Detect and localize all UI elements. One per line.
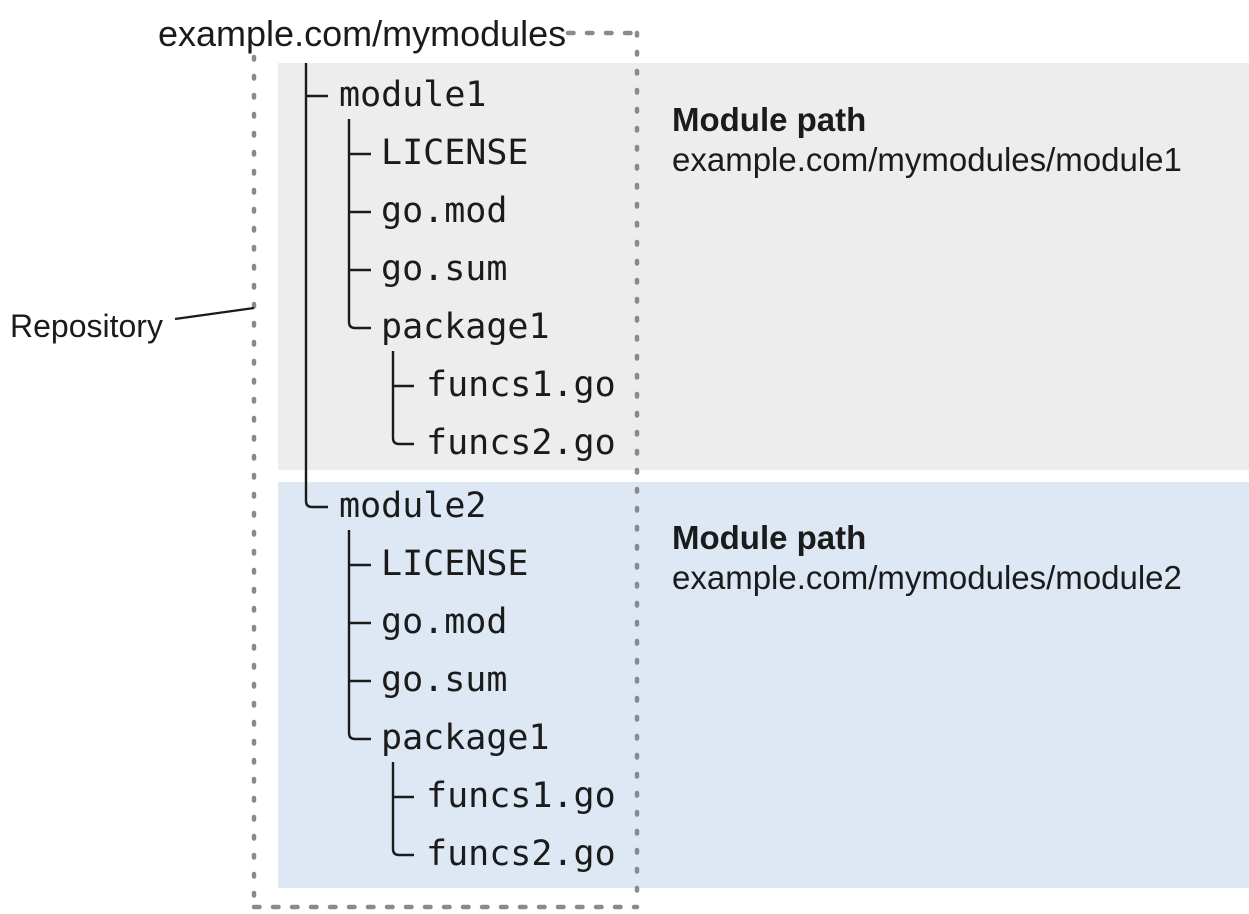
tree-item-package1: package1: [381, 306, 550, 347]
tree-item-gosum: go.sum: [381, 248, 508, 289]
module1-path-value: example.com/mymodules/module1: [672, 141, 1182, 178]
module1-path-heading: Module path: [672, 101, 867, 138]
module2-path-value: example.com/mymodules/module2: [672, 559, 1182, 596]
module1-region: [278, 63, 1249, 470]
module2-path-block: Module path example.com/mymodules/module…: [672, 518, 1182, 598]
repo-url-label: example.com/mymodules: [158, 13, 567, 54]
tree-item-funcs1go: funcs1.go: [426, 364, 616, 405]
tree-item-gomod: go.mod: [381, 190, 508, 231]
tree-item-funcs2go: funcs2.go: [426, 422, 616, 463]
module1-path-block: Module path example.com/mymodules/module…: [672, 100, 1182, 180]
tree-item-funcs2go: funcs2.go: [426, 833, 616, 874]
tree-item-license: LICENSE: [381, 132, 529, 173]
tree-item-module2: module2: [339, 485, 487, 526]
repository-label: Repository: [10, 308, 163, 344]
repository-pointer-line: [174, 306, 255, 321]
tree-item-module1: module1: [339, 74, 487, 115]
module2-region: [278, 482, 1249, 888]
tree-item-funcs1go: funcs1.go: [426, 775, 616, 816]
tree-item-license: LICENSE: [381, 543, 529, 584]
tree-item-gosum: go.sum: [381, 659, 508, 700]
tree-item-gomod: go.mod: [381, 601, 508, 642]
tree-item-package1: package1: [381, 717, 550, 758]
module2-path-heading: Module path: [672, 519, 867, 556]
